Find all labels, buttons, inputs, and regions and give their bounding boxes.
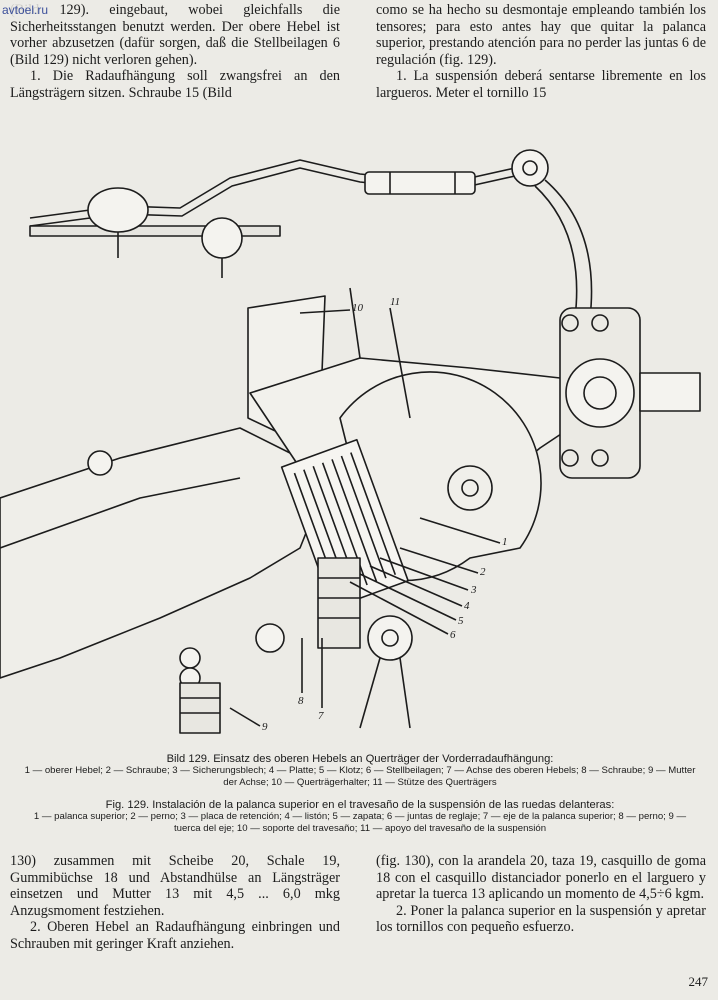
spanish-paragraph: como se ha hecho su desmontaje empleando… [376, 2, 706, 68]
caption-title: Fig. 129. Instalación de la palanca supe… [105, 799, 615, 811]
caption-legend: 1 — oberer Hebel; 2 — Schraube; 3 — Sich… [24, 765, 696, 788]
callout-label: 4 [464, 600, 470, 612]
callout-label: 3 [471, 584, 477, 596]
callout-label: 8 [298, 695, 304, 707]
callout-label: 1 [502, 536, 508, 548]
caption-title: Bild 129. Einsatz des oberen Hebels an Q… [166, 753, 554, 765]
callout-label: 11 [390, 296, 401, 308]
callout-label: 10 [352, 302, 363, 314]
spanish-text-bottom: (fig. 130), con la arandela 20, taza 19,… [376, 853, 706, 936]
figure-caption-german: Bild 129. Einsatz des oberen Hebels an Q… [20, 753, 700, 789]
technical-illustration: 10 11 1 2 3 4 5 6 7 8 9 [0, 118, 718, 738]
watermark: avtoel.ru [2, 3, 49, 17]
callout-label: 2 [480, 566, 486, 578]
german-paragraph: 130) zusammen mit Scheibe 20, Schale 19,… [10, 853, 340, 919]
spanish-text-top: como se ha hecho su desmontaje empleando… [376, 2, 706, 102]
spanish-paragraph: 1. La suspensión deberá sentarse libreme… [376, 68, 706, 101]
callout-label: 6 [450, 629, 456, 641]
page-number: 247 [688, 974, 709, 989]
german-text-bottom: 130) zusammen mit Scheibe 20, Schale 19,… [10, 853, 340, 953]
spanish-paragraph: 2. Poner la palanca superior en la suspe… [376, 902, 706, 936]
german-paragraph: 1. Die Radaufhängung soll zwangsfrei an … [10, 68, 340, 101]
callout-label: 9 [262, 721, 268, 733]
german-text-top: (Bild 129). eingebaut, wobei gleichfalls… [10, 2, 340, 102]
callout-label: 5 [458, 615, 464, 627]
callout-label: 7 [318, 710, 324, 722]
suspension-drawing [0, 149, 701, 734]
spanish-paragraph: (fig. 130), con la arandela 20, taza 19,… [376, 853, 706, 903]
german-paragraph: (Bild 129). eingebaut, wobei gleichfalls… [10, 2, 340, 68]
german-paragraph: 2. Oberen Hebel an Radaufhängung einbrin… [10, 919, 340, 952]
caption-legend: 1 — palanca superior; 2 — perno; 3 — pla… [33, 811, 687, 834]
figure-caption-spanish: Fig. 129. Instalación de la palanca supe… [20, 799, 700, 835]
